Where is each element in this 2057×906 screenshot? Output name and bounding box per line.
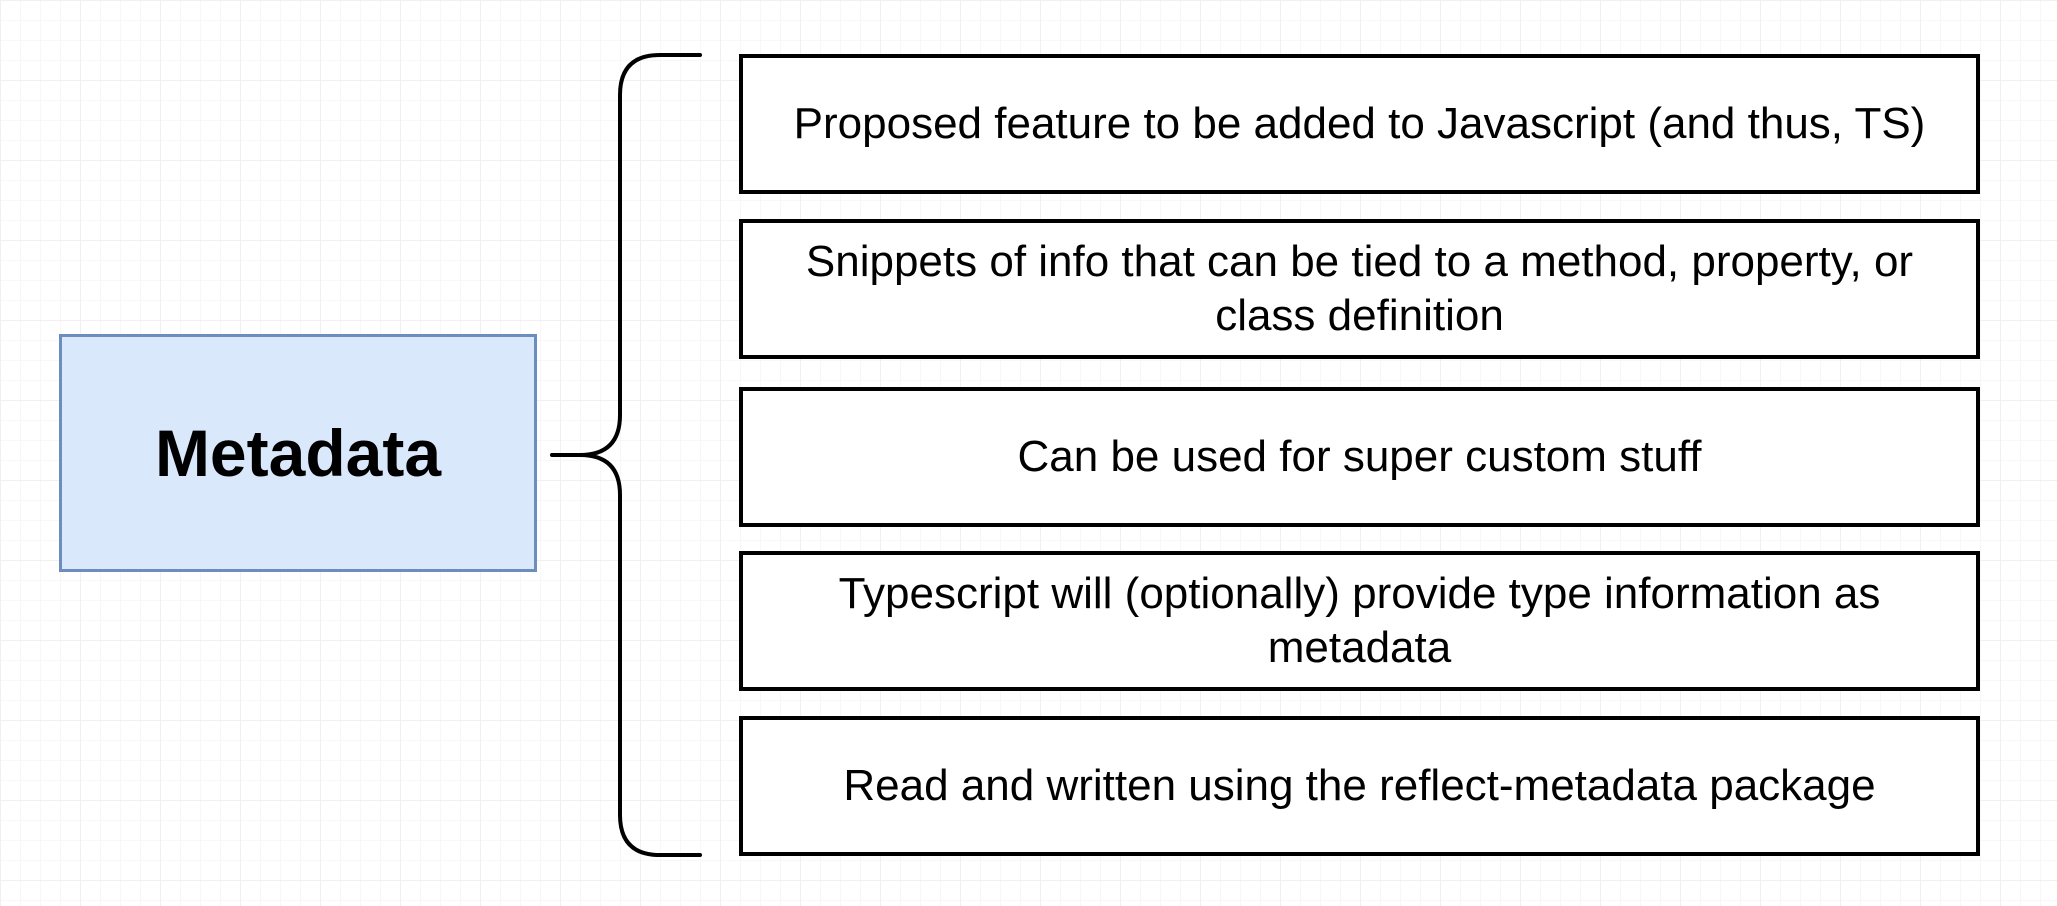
feature-item-proposed[interactable]: Proposed feature to be added to Javascri… [739, 54, 1980, 194]
feature-item-text: Snippets of info that can be tied to a m… [805, 237, 1914, 340]
feature-item-reflect-metadata[interactable]: Read and written using the reflect-metad… [739, 716, 1980, 856]
metadata-node-label: Metadata [154, 416, 442, 490]
feature-item-text: Typescript will (optionally) provide typ… [838, 569, 1881, 672]
feature-item-text: Can be used for super custom stuff [1017, 432, 1702, 481]
feature-item-custom-stuff[interactable]: Can be used for super custom stuff [739, 387, 1980, 527]
feature-item-type-information[interactable]: Typescript will (optionally) provide typ… [739, 551, 1980, 691]
feature-item-text: Read and written using the reflect-metad… [843, 761, 1876, 810]
metadata-node[interactable]: Metadata [59, 334, 537, 572]
feature-item-snippets[interactable]: Snippets of info that can be tied to a m… [739, 219, 1980, 359]
feature-item-text: Proposed feature to be added to Javascri… [793, 99, 1926, 148]
